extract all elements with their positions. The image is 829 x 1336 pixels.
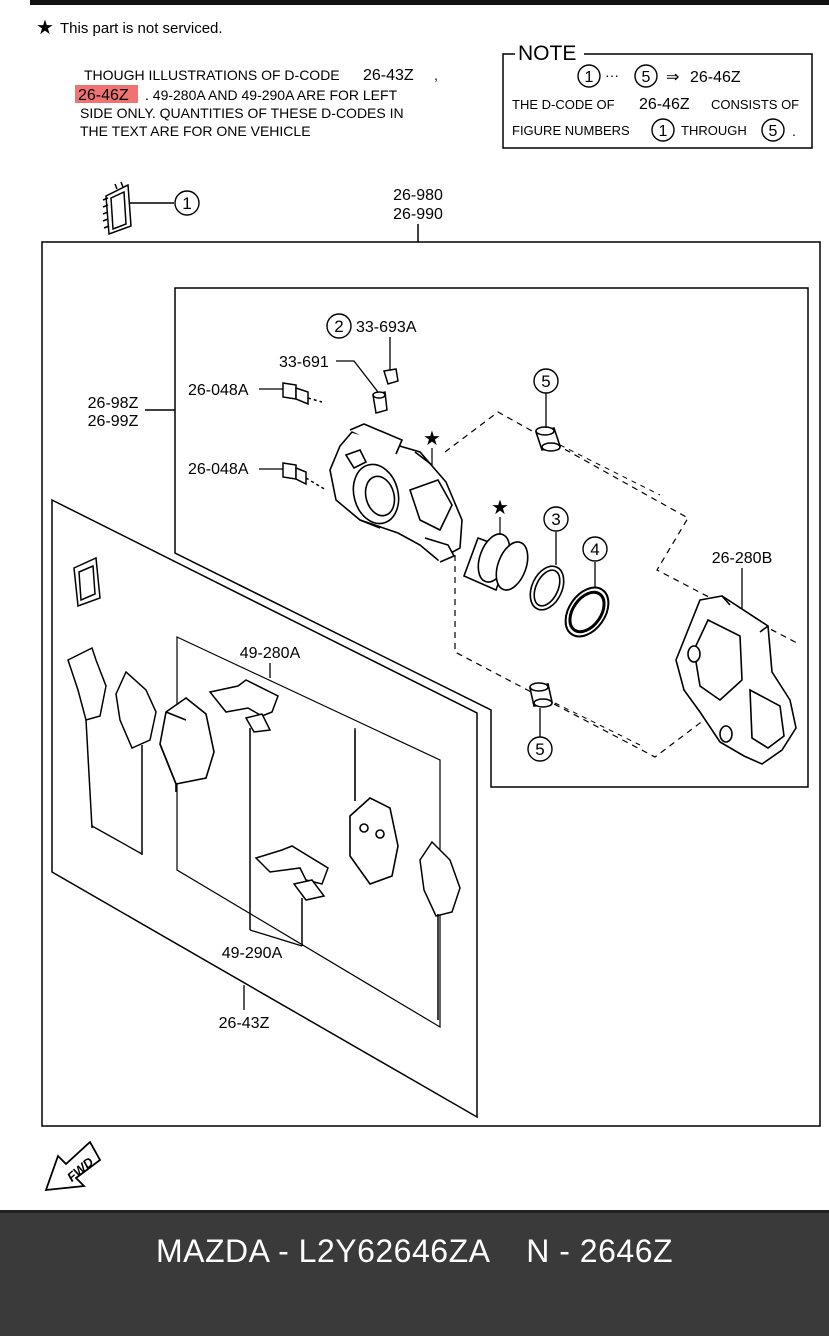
note-line2-suffix: CONSISTS OF [711,97,799,112]
note-line3-end: 5 [769,123,778,140]
bleeder-screw [372,391,388,414]
dust-boot [564,586,610,638]
note-range-code: 26-46Z [690,69,741,86]
pin-boot-lower [529,682,553,708]
caliper-frame [174,287,809,788]
pad-shim-outer-left [67,646,107,829]
note-line2-code: 26-46Z [639,96,690,113]
label-assembly-a: 26-980 [393,187,443,204]
svg-text:4: 4 [590,540,599,559]
intro-line1-code: 26-43Z [363,67,414,84]
brake-pad-right [349,730,399,885]
label-bleeder-cap: 33-693A [356,319,417,336]
dashed-guide [444,411,798,758]
fwd-arrow-icon: FWD [44,1140,102,1192]
callout-4: 4 [582,536,608,562]
parts-diagram: ★ This part is not serviced. THOUGH ILLU… [36,17,821,1192]
note-range-end: 5 [642,69,651,86]
pad-shim-inner-left [115,670,157,855]
leader-shims-left [91,825,143,855]
svg-text:5: 5 [535,740,544,759]
pin-boot-upper [534,426,562,452]
shim-clip-lower [254,845,329,946]
legend-text: This part is not serviced. [60,20,223,37]
label-caliper-b: 26-99Z [88,413,139,430]
bleeder-cap [383,368,399,385]
label-bolt-upper: 26-048A [188,382,249,399]
caliper-body [329,423,463,563]
intro-line3: SIDE ONLY. QUANTITIES OF THESE D-CODES I… [80,105,404,121]
mounting-bracket [675,595,797,765]
pad-shim-right [419,840,461,1020]
label-bracket: 26-280B [712,550,773,567]
part-1-grease-packet [102,181,174,236]
label-caliper-a: 26-98Z [88,395,139,412]
note-title: NOTE [518,42,576,65]
note-circle-line3-end [761,118,785,142]
intro-paragraph: THOUGH ILLUSTRATIONS OF D-CODE 26-43Z , … [75,67,438,139]
intro-line2-highlight: 26-46Z [78,87,129,104]
leader-bleeder-screw [336,360,379,393]
label-shim-kit: 49-280A [240,645,301,662]
label-clip-kit: 49-290A [222,945,283,962]
note-box: NOTE 1 ··· 5 ⇒ 26-46Z THE D-CODE OF 26-4… [502,42,813,149]
shim-clip-upper [208,679,279,930]
label-bolt-lower: 26-048A [188,461,249,478]
piston-seal [529,565,565,611]
note-line3-period: . [792,123,796,139]
leader-clip-kit-join [249,929,303,947]
note-frame [502,53,813,149]
callout-1: 1 [174,190,200,216]
brake-pad-left [159,697,215,792]
piston [462,533,529,592]
top-border-bar [30,0,829,5]
note-arrow-icon: ⇒ [666,69,679,86]
intro-line4: THE TEXT ARE FOR ONE VEHICLE [80,123,311,139]
legend: ★ This part is not serviced. [36,17,223,39]
note-line2-prefix: THE D-CODE OF [512,97,615,112]
intro-line2-rest: . 49-280A AND 49-290A ARE FOR LEFT [145,87,398,103]
intro-line1-prefix: THOUGH ILLUSTRATIONS OF D-CODE [84,67,340,83]
note-circle-end [634,64,658,88]
star-caliper-icon: ★ [423,428,441,450]
star-piston-icon: ★ [491,497,509,519]
footer-text: MAZDA - L2Y62646ZA N - 2646Z [155,1233,674,1269]
label-pad-set: 26-43Z [219,1015,270,1032]
callout-3: 3 [543,506,569,532]
intro-highlight-box [75,85,138,103]
callout-2: 2 [326,313,352,339]
svg-text:5: 5 [541,372,550,391]
callout-5-top: 5 [533,368,559,394]
intro-line1-sep: , [434,67,438,83]
label-bleeder-screw: 33-691 [279,354,329,371]
guide-bolt-upper [282,382,323,406]
legend-star-icon: ★ [36,17,54,39]
pad-small-plate [73,556,101,608]
note-circle-start [577,64,601,88]
note-circle-line3-start [651,118,675,142]
note-range-dots: ··· [605,67,619,83]
label-assembly-b: 26-990 [393,206,443,223]
note-line3-prefix: FIGURE NUMBERS [512,123,630,138]
callout-5-bottom: 5 [527,736,553,762]
dashed-guide-3 [554,702,641,746]
note-line3-start: 1 [659,123,668,140]
svg-text:3: 3 [551,510,560,529]
svg-text:2: 2 [334,317,343,336]
guide-bolt-lower [282,462,327,491]
outer-frame [41,241,821,1127]
pad-frame [51,498,478,1119]
shim-frame [176,636,441,1029]
note-line3-through: THROUGH [681,123,747,138]
svg-text:1: 1 [182,194,191,213]
footer-bar: MAZDA - L2Y62646ZA N - 2646Z [0,1210,829,1336]
note-range-start: 1 [585,69,594,86]
dashed-guide-2 [559,444,661,496]
